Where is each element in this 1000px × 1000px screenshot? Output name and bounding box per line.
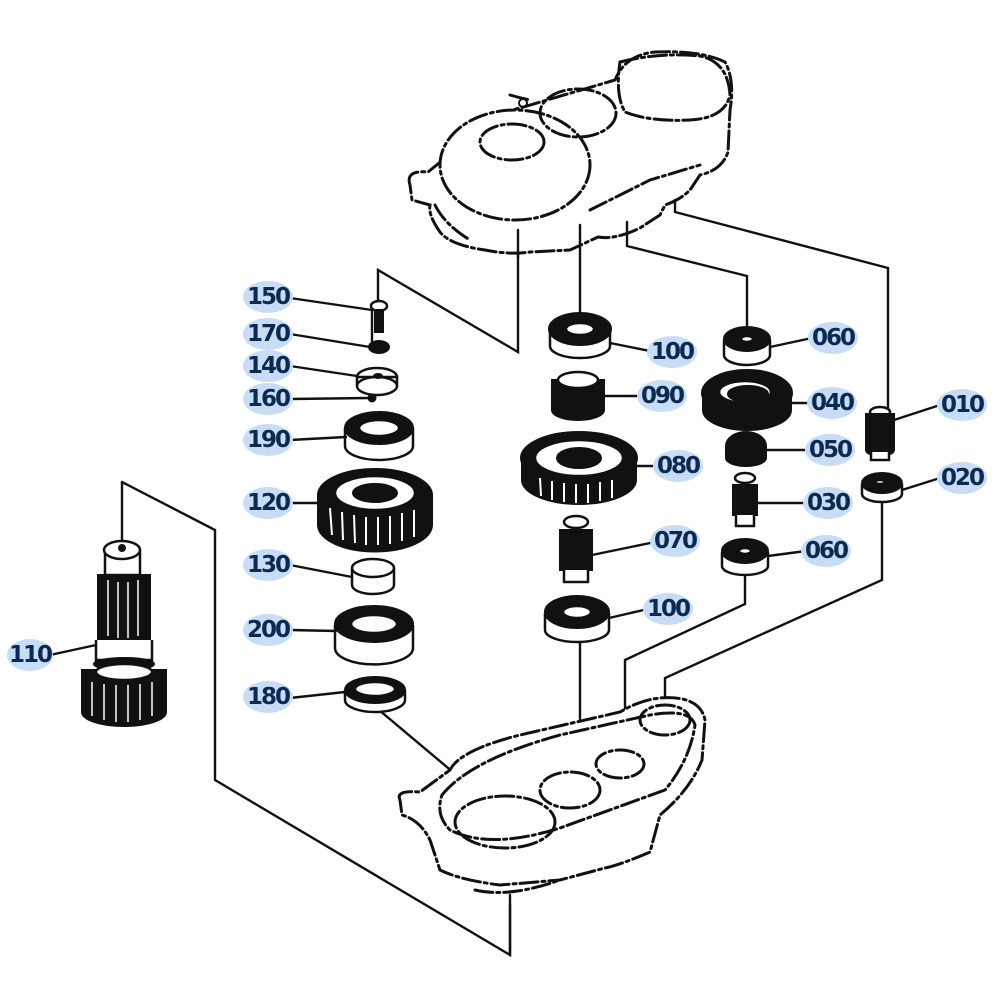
callout-150[interactable]: 150 [243,281,293,313]
gear-case-lower-cover[interactable] [397,696,707,957]
part-200-ball-bearing[interactable] [333,605,415,666]
callout-180[interactable]: 180 [243,681,293,713]
callout-090[interactable]: 090 [637,380,687,412]
part-090-collar[interactable] [551,370,605,421]
gear-case-upper-housing[interactable] [407,50,734,260]
callout-leaders [48,296,942,700]
callout-020[interactable]: 020 [937,462,987,494]
idler-shaft-stack [317,299,433,714]
assembly-lines [120,198,890,958]
callout-200[interactable]: 200 [243,614,293,646]
counter-gear-stack [520,312,638,644]
part-130-collar[interactable] [350,557,396,596]
callout-170[interactable]: 170 [243,318,293,350]
callout-040[interactable]: 040 [807,387,857,419]
callout-060-upper[interactable]: 060 [808,322,858,354]
part-190-ball-bearing[interactable] [343,411,415,462]
callout-060-lower[interactable]: 060 [801,535,851,567]
callout-050[interactable]: 050 [805,434,855,466]
callout-190[interactable]: 190 [243,424,293,456]
callout-130[interactable]: 130 [243,549,293,581]
part-060a-ball-bearing[interactable] [722,326,772,367]
part-050-gear[interactable] [725,431,767,467]
part-030-shaft[interactable] [732,471,758,528]
pin-stack [860,405,904,504]
part-070-shaft[interactable] [559,514,593,584]
callout-100-lower[interactable]: 100 [643,593,693,625]
part-170-spring-washer[interactable] [368,340,390,354]
part-040-gear[interactable] [701,369,793,431]
part-100a-ball-bearing[interactable] [548,312,612,360]
part-060b-ball-bearing[interactable] [720,538,770,577]
callout-160[interactable]: 160 [243,383,293,415]
part-100b-ball-bearing[interactable] [543,595,611,644]
part-150-bolt[interactable] [369,299,389,333]
callout-110[interactable]: 110 [7,639,53,671]
callout-080[interactable]: 080 [653,450,703,482]
part-010-pin[interactable] [865,405,895,462]
part-180-oil-seal[interactable] [343,676,407,714]
part-110-output-shaft[interactable] [81,539,167,727]
callout-100-upper[interactable]: 100 [647,336,697,368]
part-080-gear[interactable] [520,431,638,505]
part-120-gear[interactable] [317,468,433,553]
part-020-bearing[interactable] [860,472,904,504]
drive-gear-stack [701,326,793,577]
callout-140[interactable]: 140 [243,350,293,382]
callout-070[interactable]: 070 [650,525,700,557]
callout-120[interactable]: 120 [243,487,293,519]
callout-010[interactable]: 010 [937,389,987,421]
callout-030[interactable]: 030 [803,487,853,519]
part-140-washer-plate[interactable] [355,366,399,397]
